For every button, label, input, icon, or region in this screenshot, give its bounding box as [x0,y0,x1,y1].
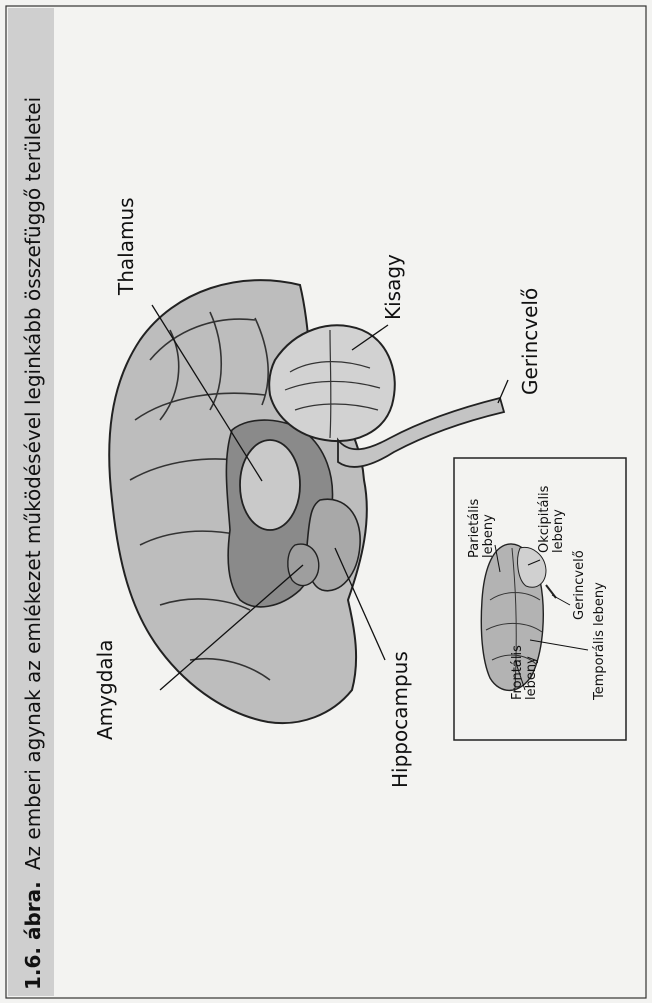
label-thalamus: Thalamus [114,197,138,296]
label-parietalis-2: lebeny [481,514,496,558]
caption-text: Az emberi agynak az emlékezet működéséve… [21,97,45,870]
label-frontalis-1: Frontális [510,645,525,700]
label-kisagy: Kisagy [381,254,405,320]
label-hippocampus: Hippocampus [388,651,412,788]
thalamus-shape [240,440,300,530]
amygdala-shape [288,544,319,586]
inset-lobes: Parietális lebeny Okcipitális lebeny Ger… [454,458,626,740]
label-frontalis-2: lebeny [524,656,539,700]
label-okcipitalis-1: Okcipitális [537,485,552,553]
label-gerincvelo: Gerincvelő [518,288,542,395]
label-inset-gerincvelo: Gerincvelő [572,550,587,620]
label-temporalis: Temporális lebeny [592,582,607,701]
label-amygdala: Amygdala [93,640,117,740]
figure-caption: 1.6. ábra. Az emberi agynak az emlékezet… [21,97,45,990]
label-parietalis-1: Parietális [467,499,482,558]
caption-number: 1.6. ábra. [21,881,45,990]
label-okcipitalis-2: lebeny [551,509,566,553]
